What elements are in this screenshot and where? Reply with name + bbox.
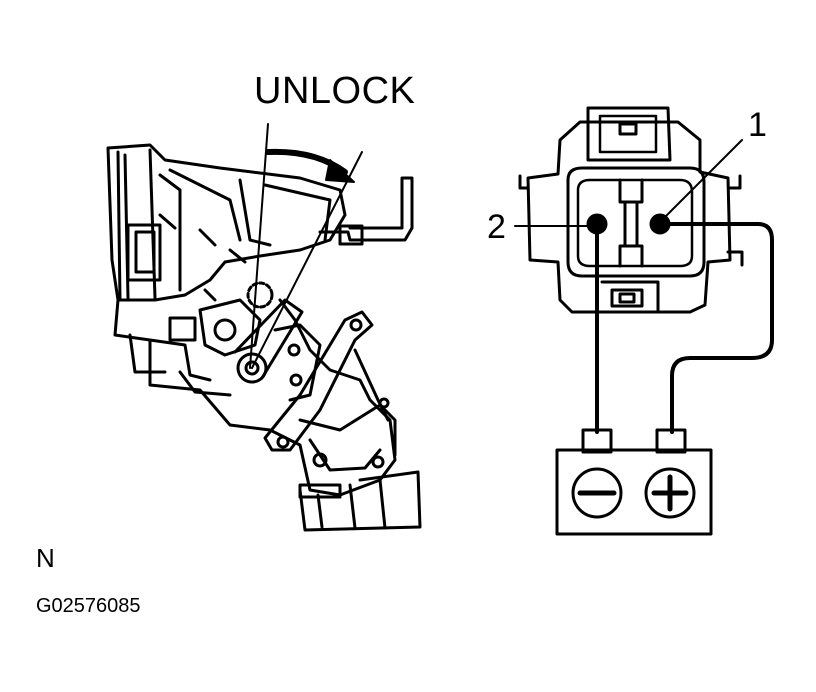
wire-positive — [666, 222, 774, 434]
actuator-connector — [518, 106, 744, 314]
battery — [555, 428, 713, 536]
pin-1-leader — [661, 139, 743, 221]
unlock-label: UNLOCK — [254, 70, 416, 112]
pin-1-label: 1 — [748, 106, 767, 144]
figure-id: G02576085 — [36, 595, 141, 617]
plus-icon — [644, 467, 696, 519]
corner-letter: N — [36, 543, 55, 573]
door-lock-actuator — [106, 143, 422, 532]
unlock-rotation-indicator — [249, 123, 363, 369]
pin-2-label: 2 — [487, 208, 506, 246]
minus-icon — [571, 467, 623, 519]
arrow-head-icon — [325, 159, 355, 183]
